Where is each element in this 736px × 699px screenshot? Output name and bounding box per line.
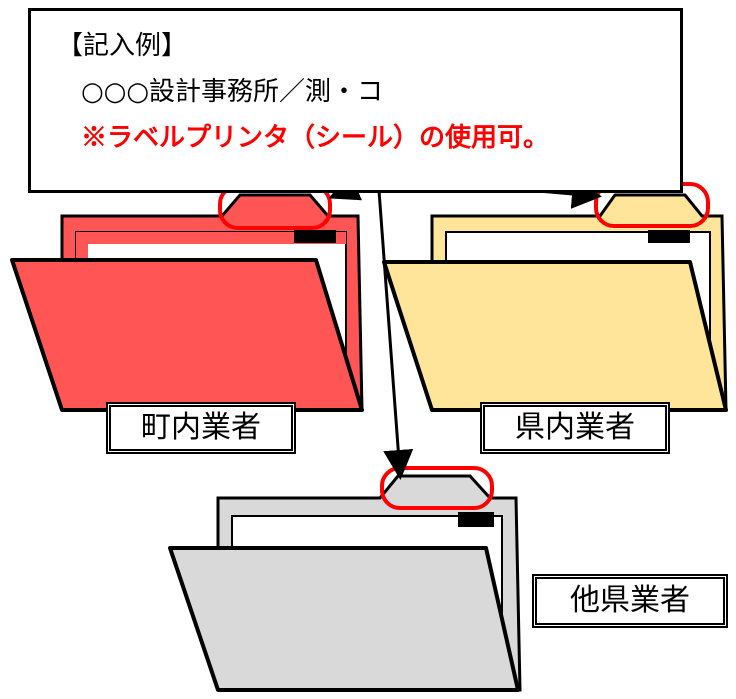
folder-pref-front xyxy=(382,260,728,412)
folder-other-front xyxy=(168,546,520,692)
folder-town-label: 町内業者 xyxy=(106,402,296,454)
folder-pref-label: 県内業者 xyxy=(480,402,670,454)
folder-other-label: 他県業者 xyxy=(532,574,728,628)
folder-town-tag xyxy=(294,230,336,243)
folder-pref xyxy=(382,182,728,412)
example-heading: 【記入例】 xyxy=(57,31,188,61)
example-sample-label: ○○○設計事務所／測・コ xyxy=(81,77,384,107)
folder-other-highlight-ring xyxy=(380,466,494,510)
folder-town-front xyxy=(10,258,364,412)
folder-town xyxy=(10,184,364,412)
folder-other xyxy=(168,466,522,692)
folder-other-tag xyxy=(458,512,494,527)
folder-town-inner-band xyxy=(76,232,346,260)
arrow-to-other xyxy=(376,176,414,480)
example-note: ※ラベルプリンタ（シール）の使用可。 xyxy=(81,123,550,153)
folder-pref-tag xyxy=(648,230,690,243)
example-callout: 【記入例】 ○○○設計事務所／測・コ ※ラベルプリンタ（シール）の使用可。 xyxy=(28,8,683,193)
